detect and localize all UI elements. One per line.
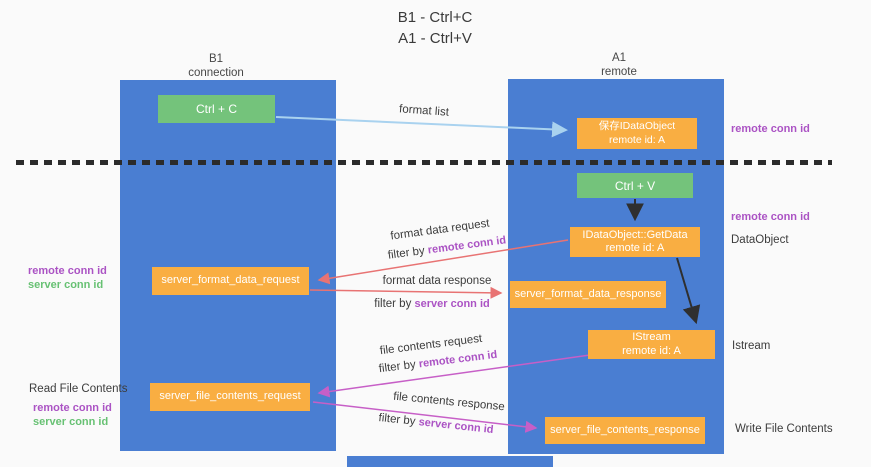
server-conn-id-label: server conn id: [33, 416, 109, 428]
format-request-to-response-arrow: [309, 286, 503, 299]
server-file-contents-response-label: server_file_contents_response: [550, 423, 700, 436]
ctrl-c-box: Ctrl + C: [158, 95, 275, 123]
server-file-contents-response-box: server_file_contents_response: [545, 417, 705, 444]
ctrl-v-box-label: Ctrl + V: [614, 178, 656, 193]
remote-conn-id-label: remote conn id: [731, 123, 810, 135]
diagram-title-line1: B1 - Ctrl+C: [397, 9, 473, 26]
filter-by-text: filter by: [374, 298, 412, 310]
istream-to-file-request-arrow: [317, 354, 591, 398]
format-list-arrow: [275, 116, 568, 138]
istream-box-line1: IStream: [632, 331, 671, 343]
ctrl-v-box: Ctrl + V: [577, 173, 693, 198]
read-file-contents-label: Read File Contents: [29, 383, 128, 395]
remote-conn-id-label: remote conn id: [28, 265, 107, 277]
remote-conn-id-label: remote conn id: [33, 402, 112, 414]
server-format-data-response-box: server_format_data_response: [510, 281, 666, 308]
save-idataobject-box: 保存IDataObject remote id: A: [577, 118, 697, 149]
remote-conn-id-label: remote conn id: [731, 211, 810, 223]
format-data-response-filter-label: filter by server conn id: [374, 298, 489, 310]
server-format-data-request-label: server_format_data_request: [161, 274, 300, 287]
bottom-partial-box: [347, 456, 553, 467]
idataobject-getdata-box: IDataObject::GetData remote id: A: [570, 227, 700, 257]
istream-box-line2: remote id: A: [622, 344, 681, 357]
server-conn-id-label: server conn id: [28, 279, 104, 291]
server-format-data-response-label: server_format_data_response: [514, 287, 662, 300]
save-idataobject-box-line1: 保存IDataObject: [598, 120, 676, 132]
lane-header-a1: A1 remote: [559, 51, 679, 79]
server-conn-id-key: server conn id: [414, 298, 490, 310]
diagram-title-line2: A1 - Ctrl+V: [398, 30, 472, 47]
write-file-contents-label: Write File Contents: [735, 423, 833, 435]
file-request-to-response-arrow: [312, 401, 538, 433]
ctrl-c-box-label: Ctrl + C: [195, 102, 237, 116]
lane-header-b1-title: B1: [208, 53, 224, 65]
istream-label: Istream: [732, 340, 771, 352]
format-data-response-label: format data response: [382, 275, 492, 287]
idataobject-getdata-box-line2: remote id: A: [605, 242, 665, 254]
dataobject-label: DataObject: [731, 234, 789, 246]
server-file-contents-request-label: server_file_contents_request: [159, 390, 301, 403]
server-file-contents-request-box: server_file_contents_request: [150, 383, 310, 411]
diagram-title: B1 - Ctrl+C A1 - Ctrl+V: [335, 7, 535, 49]
lane-header-a1-title: A1: [611, 52, 627, 64]
idataobject-getdata-box-line1: IDataObject::GetData: [582, 228, 688, 241]
getdata-to-format-request-arrow: [317, 239, 569, 285]
lane-header-b1-subtitle: connection: [188, 67, 244, 79]
server-format-data-request-box: server_format_data_request: [152, 267, 309, 295]
lane-header-a1-subtitle: remote: [601, 66, 637, 78]
session-separator-dashed-line: [16, 160, 832, 165]
istream-box: IStream remote id: A: [588, 330, 715, 359]
getdata-to-istream-arrow: [676, 257, 701, 325]
save-idataobject-box-line2: remote id: A: [608, 133, 666, 146]
lane-header-b1: B1 connection: [156, 52, 276, 80]
